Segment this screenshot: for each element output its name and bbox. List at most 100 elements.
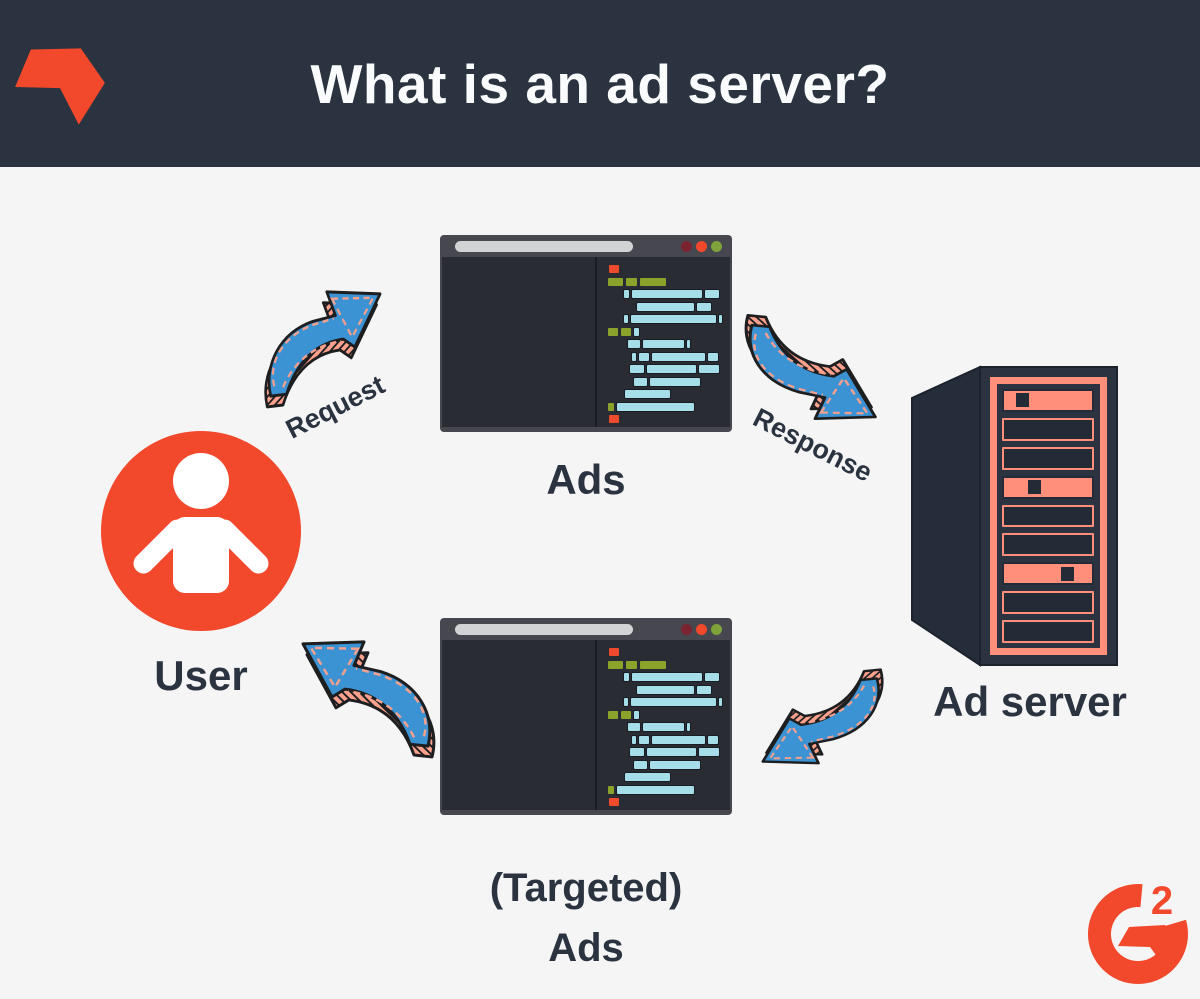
code-line xyxy=(608,352,730,361)
window-dot-green-icon xyxy=(711,623,722,635)
window-dot-red-icon xyxy=(696,240,707,252)
g2-superscript: 2 xyxy=(1151,879,1173,923)
window-dot-maroon-icon xyxy=(681,623,692,635)
code-line xyxy=(608,798,730,806)
code-segment-green xyxy=(608,785,614,794)
code-segment-cyan xyxy=(699,748,719,756)
browser-titlebar xyxy=(442,235,730,257)
code-segment-cyan xyxy=(625,390,670,398)
window-dot-red-icon xyxy=(696,623,707,635)
code-line xyxy=(608,377,730,386)
code-line xyxy=(608,723,730,731)
code-segment-cyan xyxy=(639,735,649,744)
code-line xyxy=(608,710,730,719)
user-head xyxy=(173,453,229,509)
code-segment-cyan xyxy=(719,315,722,323)
code-line xyxy=(608,785,730,794)
code-line xyxy=(608,415,730,423)
code-segment-cyan xyxy=(639,352,649,361)
code-segment-green xyxy=(608,710,618,719)
code-segment-cyan xyxy=(697,685,711,694)
window-dot-maroon-icon xyxy=(681,240,692,252)
code-segment-cyan xyxy=(643,723,684,731)
drive-led xyxy=(1061,566,1075,581)
code-line xyxy=(608,327,730,336)
code-segment-green xyxy=(621,327,631,336)
server-slot-bay xyxy=(1002,533,1094,557)
address-bar xyxy=(455,623,633,635)
code-segment-cyan xyxy=(650,377,700,386)
code-segment-cyan xyxy=(652,352,705,361)
code-segment-cyan xyxy=(630,748,644,756)
pane-divider xyxy=(595,257,597,427)
code-segment-green xyxy=(626,277,637,286)
browser-body xyxy=(442,640,730,810)
code-line xyxy=(608,277,730,286)
code-segment-cyan xyxy=(687,340,690,348)
server-to-ads-arrow-icon xyxy=(740,668,886,768)
code-segment-green xyxy=(640,277,666,286)
code-segment-cyan xyxy=(634,760,647,769)
code-segment-green xyxy=(621,710,631,719)
code-segment-cyan xyxy=(628,723,640,731)
code-segment-red xyxy=(609,648,619,656)
server-slot-bay xyxy=(1002,446,1094,470)
pane-divider xyxy=(595,640,597,810)
code-segment-cyan xyxy=(637,685,694,694)
code-line xyxy=(608,735,730,744)
server-bays xyxy=(1002,389,1094,644)
user-label: User xyxy=(154,652,248,699)
browser-body xyxy=(442,257,730,427)
brand-logo-icon xyxy=(15,48,105,125)
code-segment-cyan xyxy=(708,735,718,744)
code-line xyxy=(608,698,730,706)
window-controls xyxy=(681,240,722,252)
code-segment-cyan xyxy=(719,698,722,706)
ads-label: Ads xyxy=(546,456,626,503)
targeted-ads-label-line2: Ads xyxy=(548,926,624,970)
code-segment-cyan xyxy=(634,710,639,719)
server-drive-bay xyxy=(1002,389,1094,412)
server-slot-bay xyxy=(1002,504,1094,528)
code-segment-cyan xyxy=(647,748,696,756)
server-drive-bay xyxy=(1002,475,1094,499)
code-segment-red xyxy=(609,415,619,423)
code-line xyxy=(608,302,730,311)
code-segment-cyan xyxy=(624,673,629,681)
address-bar xyxy=(455,240,633,252)
code-panel xyxy=(597,640,730,810)
code-segment-cyan xyxy=(632,290,702,298)
code-segment-cyan xyxy=(617,785,694,794)
code-segment-green xyxy=(608,277,623,286)
window-dot-green-icon xyxy=(711,240,722,252)
page-title: What is an ad server? xyxy=(310,52,890,115)
ads-to-user-arrow-icon xyxy=(278,636,438,759)
code-line xyxy=(608,648,730,656)
code-segment-cyan xyxy=(624,290,629,298)
code-segment-cyan xyxy=(632,673,702,681)
code-segment-cyan xyxy=(634,377,647,386)
code-segment-cyan xyxy=(637,302,694,311)
targeted-ads-label: (Targeted) Ads xyxy=(440,858,732,978)
browser-window-ads xyxy=(440,235,732,432)
code-line xyxy=(608,340,730,348)
drive-led xyxy=(1027,480,1041,495)
server-slot-bay xyxy=(1002,417,1094,441)
code-segment-cyan xyxy=(652,735,705,744)
code-line xyxy=(608,673,730,681)
code-segment-cyan xyxy=(697,302,711,311)
code-segment-cyan xyxy=(708,352,718,361)
browser-viewport xyxy=(442,640,595,810)
code-segment-cyan xyxy=(624,698,628,706)
code-segment-cyan xyxy=(650,760,700,769)
code-line xyxy=(608,402,730,411)
g2-logo-icon: 2 xyxy=(1088,876,1192,984)
code-segment-cyan xyxy=(634,327,639,336)
code-line xyxy=(608,748,730,756)
code-line xyxy=(608,760,730,769)
browser-window-targeted-ads xyxy=(440,618,732,815)
code-segment-cyan xyxy=(630,365,644,373)
browser-titlebar xyxy=(442,618,730,640)
code-segment-cyan xyxy=(632,735,636,744)
server-drive-bay xyxy=(1002,562,1094,586)
